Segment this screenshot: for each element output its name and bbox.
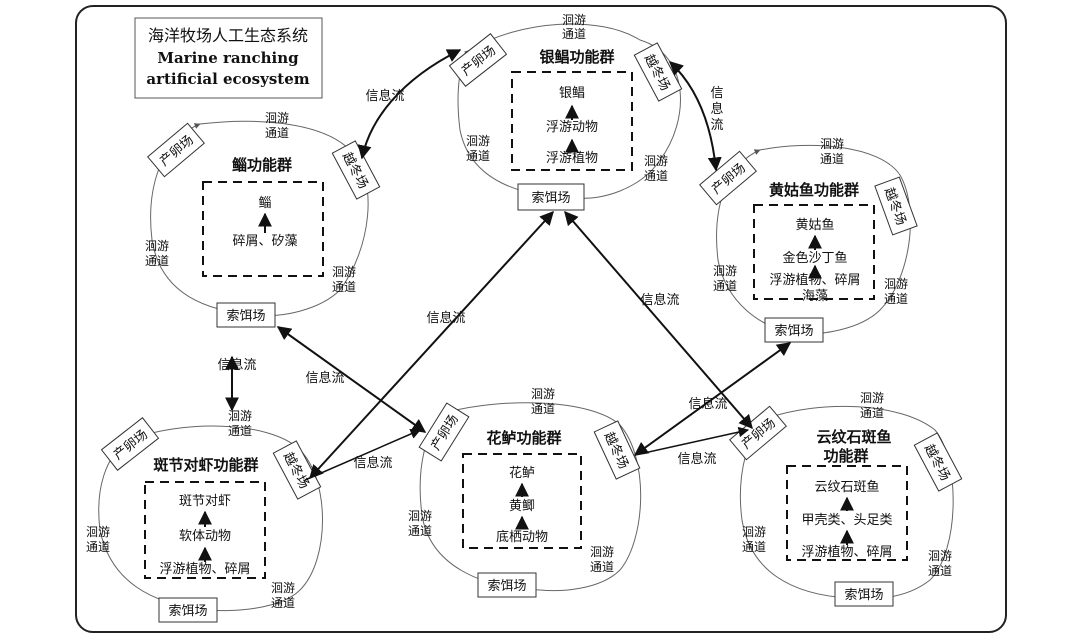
svg-text:信息流: 信息流: [426, 310, 465, 326]
svg-text:索饵场: 索饵场: [168, 604, 207, 619]
svg-text:通道: 通道: [228, 424, 252, 438]
group-title: 斑节对虾功能群: [153, 456, 258, 474]
svg-text:洄游: 洄游: [271, 581, 295, 595]
flow-label: 信息流: [365, 88, 404, 104]
svg-text:通道: 通道: [884, 292, 908, 306]
group-sea-bass: 花鲈功能群 花鲈 黄鲫 底栖动物 产卵场 越冬场 索饵场 洄游 通道 洄游 通道…: [408, 387, 642, 598]
svg-text:金色沙丁鱼: 金色沙丁鱼: [782, 250, 847, 266]
group-title: 黄姑鱼功能群: [769, 181, 859, 199]
flow-seabass-grouper: [634, 426, 750, 456]
outer-frame: [75, 5, 1007, 633]
svg-text:通道: 通道: [466, 149, 490, 163]
svg-text:洄游: 洄游: [562, 13, 586, 27]
svg-text:息: 息: [710, 101, 723, 117]
svg-text:信息流: 信息流: [305, 370, 344, 386]
svg-text:海藻: 海藻: [802, 289, 828, 304]
flow-lizardfish-seabass: [276, 326, 427, 433]
svg-text:黄鲫: 黄鲫: [509, 499, 535, 514]
svg-text:洄游: 洄游: [265, 111, 289, 125]
flow-croaker-seabass: [633, 342, 792, 456]
svg-text:洄游: 洄游: [466, 134, 490, 148]
svg-text:信: 信: [710, 86, 723, 101]
group-grouper: 云纹石斑鱼 功能群 云纹石斑鱼 甲壳类、头足类 浮游植物、碎屑 产卵场 越冬场 …: [729, 391, 963, 607]
svg-text:洄游: 洄游: [86, 525, 110, 539]
svg-text:洄游: 洄游: [928, 549, 952, 563]
svg-text:通道: 通道: [86, 540, 110, 554]
svg-text:花鲈: 花鲈: [509, 465, 535, 481]
svg-text:洄游: 洄游: [644, 154, 668, 168]
svg-text:通道: 通道: [408, 524, 432, 538]
svg-text:洄游: 洄游: [742, 525, 766, 539]
svg-text:洄游: 洄游: [228, 409, 252, 423]
group-silver-pomfret: 银鲳功能群 银鲳 浮游动物 浮游植物 产卵场 越冬场 索饵场 洄游 通道 洄游 …: [448, 13, 683, 211]
svg-text:软体动物: 软体动物: [179, 529, 231, 544]
svg-text:黄姑鱼: 黄姑鱼: [795, 217, 834, 233]
title-en-line2: artificial ecosystem: [146, 70, 309, 88]
svg-text:浮游植物、碎屑: 浮游植物、碎屑: [801, 545, 892, 560]
title-box: 海洋牧场人工生态系统 Marine ranching artificial ec…: [134, 17, 323, 99]
svg-text:信息流: 信息流: [217, 357, 256, 373]
svg-text:索饵场: 索饵场: [844, 588, 883, 603]
svg-text:通道: 通道: [562, 27, 586, 41]
svg-text:通道: 通道: [590, 560, 614, 574]
group-title: 银鲳功能群: [539, 48, 614, 66]
title-zh: 海洋牧场人工生态系统: [148, 26, 308, 45]
feed-label: 索饵场: [531, 191, 570, 206]
flow-pomfret-croaker: [668, 61, 722, 172]
svg-text:流: 流: [710, 118, 723, 133]
svg-text:通道: 通道: [928, 564, 952, 578]
svg-text:通道: 通道: [742, 540, 766, 554]
title-en-line1: Marine ranching: [157, 49, 299, 67]
group-title: 花鲈功能群: [486, 429, 561, 447]
chain-bottom: 浮游植物: [546, 151, 598, 166]
svg-text:洄游: 洄游: [713, 264, 737, 278]
chain-mid: 浮游动物: [546, 120, 598, 135]
svg-text:通道: 通道: [271, 596, 295, 610]
svg-text:洄游: 洄游: [590, 545, 614, 559]
svg-text:通道: 通道: [145, 254, 169, 268]
svg-text:索饵场: 索饵场: [487, 579, 526, 594]
group-shrimp: 斑节对虾功能群 斑节对虾 软体动物 浮游植物、碎屑 产卵场 越冬场 索饵场 洄游…: [86, 409, 323, 623]
svg-text:信息流: 信息流: [688, 396, 727, 412]
svg-text:洄游: 洄游: [145, 239, 169, 253]
svg-text:通道: 通道: [860, 406, 884, 420]
svg-text:甲壳类、头足类: 甲壳类、头足类: [801, 513, 892, 528]
chain-top: 银鲳: [559, 86, 585, 101]
svg-text:洄游: 洄游: [860, 391, 884, 405]
svg-text:洄游: 洄游: [332, 265, 356, 279]
svg-text:洄游: 洄游: [884, 277, 908, 291]
group-title-line2: 功能群: [823, 447, 868, 465]
svg-text:索饵场: 索饵场: [226, 309, 265, 324]
svg-text:浮游植物、碎屑: 浮游植物、碎屑: [159, 562, 250, 577]
svg-text:底栖动物: 底栖动物: [496, 529, 548, 545]
flow-pomfret-grouper: [564, 210, 753, 430]
svg-text:斑节对虾: 斑节对虾: [179, 494, 231, 509]
information-flows: 信息流 信 息 流 信息流 信息流 信息流 信息流 信息流 信息流 信息流: [217, 49, 792, 481]
group-lizardfish: 鲻功能群 鲻 碎屑、矽藻 产卵场 越冬场 索饵场 洄游 通道 洄游 通道 洄游 …: [145, 111, 381, 328]
flow-shrimp-seabass: [304, 428, 421, 481]
svg-text:洄游: 洄游: [820, 137, 844, 151]
svg-text:云纹石斑鱼: 云纹石斑鱼: [814, 479, 879, 495]
flow-pomfret-lizardfish: [357, 49, 462, 160]
svg-text:信息流: 信息流: [353, 455, 392, 471]
svg-text:鲻: 鲻: [258, 196, 271, 211]
svg-text:信息流: 信息流: [677, 451, 716, 467]
svg-text:碎屑、矽藻: 碎屑、矽藻: [232, 234, 297, 249]
svg-text:洄游: 洄游: [531, 387, 555, 401]
group-title: 鲻功能群: [232, 156, 292, 174]
svg-text:通道: 通道: [531, 402, 555, 416]
svg-text:洄游: 洄游: [408, 509, 432, 523]
svg-text:索饵场: 索饵场: [774, 324, 813, 339]
group-title-line1: 云纹石斑鱼: [816, 428, 891, 446]
svg-text:通道: 通道: [644, 169, 668, 183]
flow-pomfret-shrimp: [309, 210, 554, 480]
svg-text:通道: 通道: [713, 279, 737, 293]
group-croaker: 黄姑鱼功能群 黄姑鱼 金色沙丁鱼 浮游植物、碎屑 海藻 产卵场 越冬场 索饵场 …: [699, 137, 918, 343]
svg-text:通道: 通道: [332, 280, 356, 294]
svg-text:浮游植物、碎屑: 浮游植物、碎屑: [769, 273, 860, 288]
svg-text:信息流: 信息流: [640, 292, 679, 308]
svg-text:通道: 通道: [820, 152, 844, 166]
svg-text:通道: 通道: [265, 126, 289, 140]
